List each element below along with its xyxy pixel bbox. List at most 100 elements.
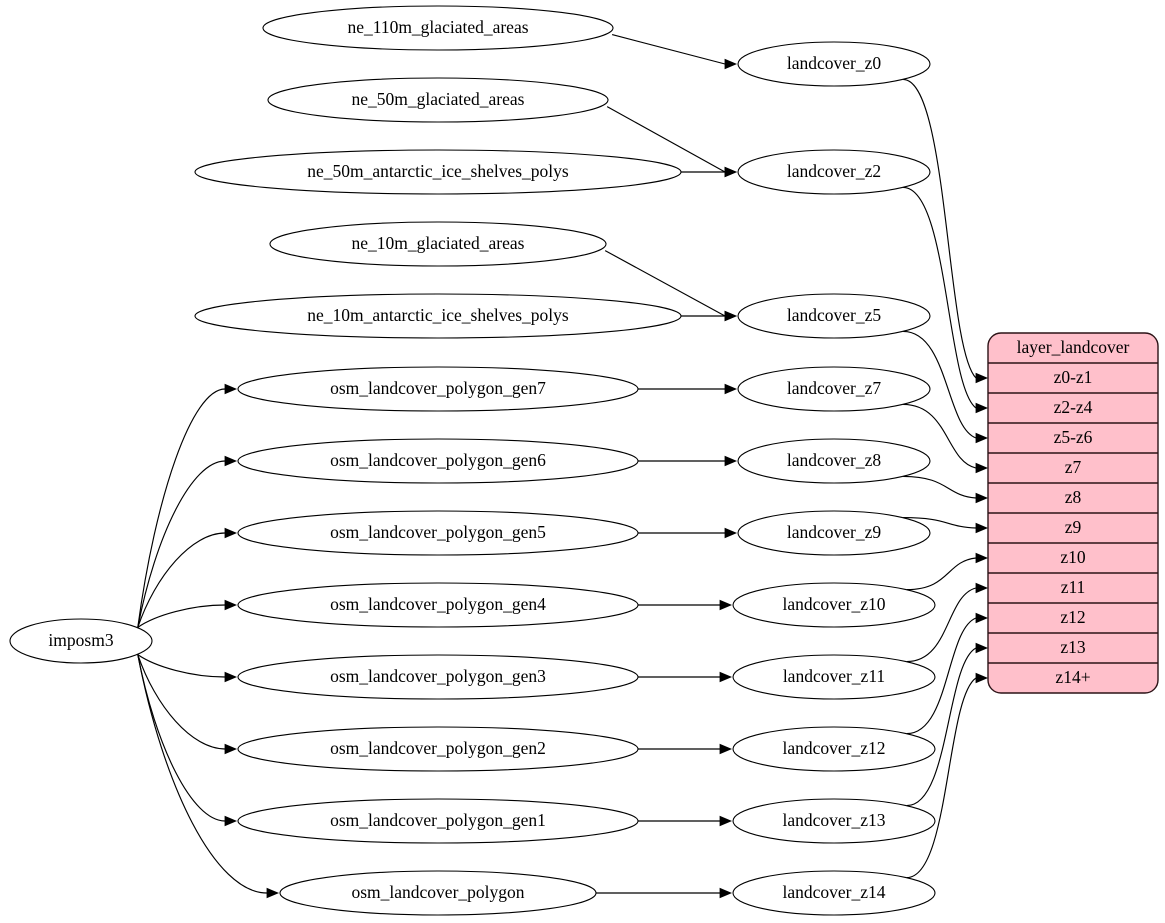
node-landcover_z5[interactable]: landcover_z5 <box>737 293 931 339</box>
node-label: ne_10m_glaciated_areas <box>352 233 525 253</box>
edge-imposm3-to-osm_landcover_polygon_gen4 <box>137 604 226 628</box>
node-ellipse <box>737 366 931 412</box>
table-row-z9[interactable]: z9 <box>1065 517 1082 537</box>
node-landcover_z2[interactable]: landcover_z2 <box>737 149 931 195</box>
node-label: landcover_z7 <box>787 378 882 398</box>
table-row-z2-z4[interactable]: z2-z4 <box>1054 397 1093 417</box>
node-ellipse <box>732 726 936 772</box>
layer-landcover-table[interactable]: layer_landcover z0-z1 z2-z4 z5-z6 z7 z8 z9 z10 z… <box>987 332 1159 694</box>
edge-arrowhead <box>724 310 738 322</box>
edge-arrowhead <box>724 166 738 178</box>
node-osm_landcover_polygon_gen6[interactable]: osm_landcover_polygon_gen6 <box>237 438 639 484</box>
table-row-z7[interactable]: z7 <box>1065 457 1082 477</box>
table-row-z11[interactable]: z11 <box>1061 577 1086 597</box>
edge-landcover_z10-to-z10 <box>906 557 977 591</box>
edge-landcover_z5-to-z5-z6 <box>903 330 977 439</box>
node-osm_landcover_polygon_gen2[interactable]: osm_landcover_polygon_gen2 <box>237 726 639 772</box>
edge-arrowhead <box>975 492 989 504</box>
node-label: landcover_z14 <box>782 882 885 902</box>
edge-arrowhead <box>975 612 989 624</box>
node-label: landcover_z12 <box>782 738 885 758</box>
table-row-label: z11 <box>1061 577 1086 597</box>
node-osm_landcover_polygon_gen3[interactable]: osm_landcover_polygon_gen3 <box>237 654 639 700</box>
node-label: osm_landcover_polygon_gen7 <box>330 378 546 398</box>
table-row-z10[interactable]: z10 <box>1060 547 1086 567</box>
node-ellipse <box>9 618 153 664</box>
edge-imposm3-to-osm_landcover_polygon_gen5 <box>137 532 226 628</box>
node-landcover_z11[interactable]: landcover_z11 <box>732 654 936 700</box>
node-ellipse <box>262 5 614 51</box>
node-ellipse <box>732 654 936 700</box>
edge-arrowhead <box>719 815 733 827</box>
node-osm_landcover_polygon_gen7[interactable]: osm_landcover_polygon_gen7 <box>237 366 639 412</box>
edge-arrowhead <box>975 462 989 474</box>
table-row-z14-[interactable]: z14+ <box>1055 667 1090 687</box>
node-osm_landcover_polygon_gen1[interactable]: osm_landcover_polygon_gen1 <box>237 798 639 844</box>
node-imposm3[interactable]: imposm3 <box>9 618 153 664</box>
edge-arrowhead <box>975 642 989 654</box>
node-label: landcover_z5 <box>787 305 882 325</box>
node-ne_110m_glaciated_areas[interactable]: ne_110m_glaciated_areas <box>262 5 614 51</box>
node-landcover_z12[interactable]: landcover_z12 <box>732 726 936 772</box>
node-ellipse <box>237 582 639 628</box>
node-landcover_z14[interactable]: landcover_z14 <box>732 870 936 916</box>
node-label: osm_landcover_polygon_gen2 <box>330 738 546 758</box>
edge-landcover_z8-to-z8 <box>903 475 977 499</box>
node-label: ne_50m_glaciated_areas <box>352 89 525 109</box>
table-row-z0-z1[interactable]: z0-z1 <box>1054 367 1093 387</box>
node-label: landcover_z11 <box>783 666 885 686</box>
table-row-label: z2-z4 <box>1054 397 1093 417</box>
table-row-label: z8 <box>1065 487 1082 507</box>
table-row-z5-z6[interactable]: z5-z6 <box>1054 427 1093 447</box>
edge-imposm3-to-osm_landcover_polygon_gen1 <box>137 654 226 822</box>
edge-landcover_z7-to-z7 <box>903 403 977 469</box>
node-landcover_z13[interactable]: landcover_z13 <box>732 798 936 844</box>
nodes-layer: imposm3 ne_110m_glaciated_areas ne_50m_gla… <box>9 5 936 916</box>
edge-arrowhead <box>724 383 738 395</box>
node-label: osm_landcover_polygon_gen4 <box>330 594 546 614</box>
node-label: ne_50m_antarctic_ice_shelves_polys <box>307 161 569 181</box>
node-ellipse <box>737 149 931 195</box>
edge-arrowhead <box>724 455 738 467</box>
node-ne_50m_glaciated_areas[interactable]: ne_50m_glaciated_areas <box>267 77 609 123</box>
table-row-z12[interactable]: z12 <box>1060 607 1085 627</box>
edge-arrowhead <box>266 887 280 899</box>
node-landcover_z10[interactable]: landcover_z10 <box>732 582 936 628</box>
node-label: landcover_z2 <box>787 161 881 181</box>
edge-imposm3-to-osm_landcover_polygon <box>137 654 268 894</box>
table-header-label: layer_landcover <box>1017 337 1130 357</box>
table-row-z8[interactable]: z8 <box>1065 487 1082 507</box>
edge-landcover_z13-to-z13 <box>906 647 977 807</box>
node-ne_10m_glaciated_areas[interactable]: ne_10m_glaciated_areas <box>269 221 607 267</box>
node-ellipse <box>237 798 639 844</box>
node-ellipse <box>237 654 639 700</box>
node-ellipse <box>737 293 931 339</box>
edge-arrowhead <box>224 671 238 683</box>
node-landcover_z9[interactable]: landcover_z9 <box>737 510 931 556</box>
node-ellipse <box>279 870 597 916</box>
node-ne_10m_antarctic_ice_shelves_polys[interactable]: ne_10m_antarctic_ice_shelves_polys <box>194 293 682 339</box>
node-ellipse <box>732 870 936 916</box>
edge-arrowhead <box>719 671 733 683</box>
table-row-z13[interactable]: z13 <box>1060 637 1086 657</box>
node-ellipse <box>237 366 639 412</box>
node-osm_landcover_polygon[interactable]: osm_landcover_polygon <box>279 870 597 916</box>
node-landcover_z0[interactable]: landcover_z0 <box>737 41 931 87</box>
node-ellipse <box>737 41 931 87</box>
node-osm_landcover_polygon_gen4[interactable]: osm_landcover_polygon_gen4 <box>237 582 639 628</box>
edge-arrowhead <box>224 383 238 395</box>
edge-landcover_z14-to-z14+ <box>906 677 977 879</box>
edge-landcover_z11-to-z11 <box>906 587 977 663</box>
node-ellipse <box>194 149 682 195</box>
node-ne_50m_antarctic_ice_shelves_polys[interactable]: ne_50m_antarctic_ice_shelves_polys <box>194 149 682 195</box>
edge-arrowhead <box>224 599 238 611</box>
node-ellipse <box>237 510 639 556</box>
node-landcover_z8[interactable]: landcover_z8 <box>737 438 931 484</box>
node-label: osm_landcover_polygon_gen6 <box>330 450 546 470</box>
node-osm_landcover_polygon_gen5[interactable]: osm_landcover_polygon_gen5 <box>237 510 639 556</box>
node-label: landcover_z13 <box>782 810 885 830</box>
node-label: osm_landcover_polygon_gen1 <box>330 810 546 830</box>
edge-arrowhead <box>975 372 989 384</box>
edge-arrowhead <box>719 743 733 755</box>
node-landcover_z7[interactable]: landcover_z7 <box>737 366 931 412</box>
